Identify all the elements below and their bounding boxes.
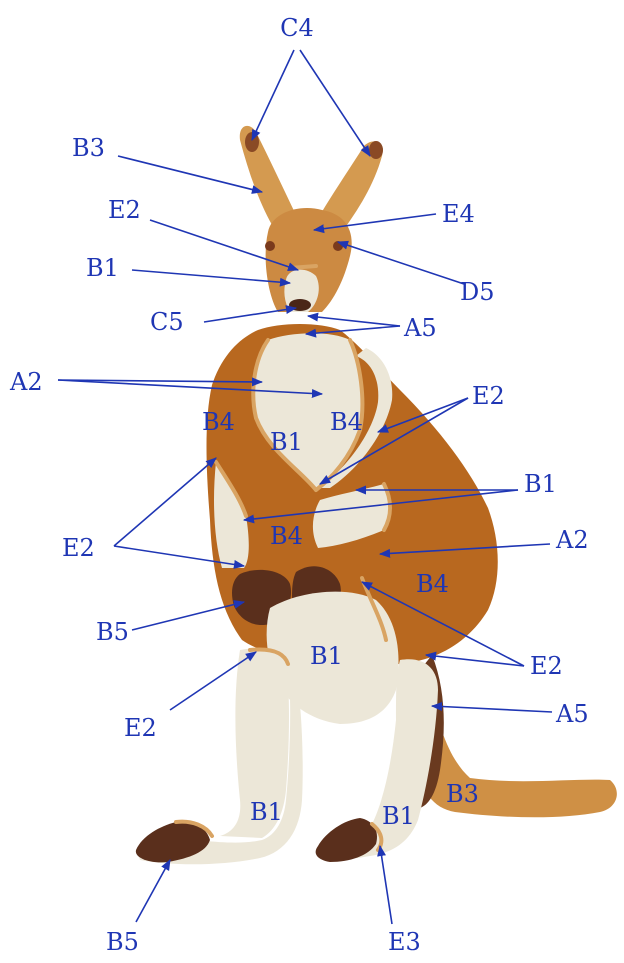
label-a5-tail: A5 — [555, 700, 589, 728]
arrow-d5 — [338, 242, 464, 284]
label-c4: C4 — [280, 14, 314, 42]
label-a2-right: A2 — [555, 526, 589, 554]
arrow-a5-tail — [432, 706, 552, 712]
label-b1-right: B1 — [524, 470, 557, 498]
label-b1-foot-left: B1 — [250, 798, 283, 826]
label-b5-foot: B5 — [106, 928, 139, 956]
label-b1-chest: B1 — [270, 428, 303, 456]
label-b4-hip: B4 — [416, 570, 449, 598]
arrow-e2-lower-b — [426, 655, 524, 666]
label-b1-belly: B1 — [310, 642, 343, 670]
label-c5: C5 — [150, 308, 184, 336]
label-e2-left: E2 — [62, 534, 95, 562]
label-e2-leg: E2 — [124, 714, 157, 742]
arrow-c4-right — [300, 50, 370, 156]
label-e2-head: E2 — [108, 196, 141, 224]
label-e2-right: E2 — [472, 382, 505, 410]
arrow-c5 — [204, 308, 296, 322]
label-e2-lower: E2 — [530, 652, 563, 680]
label-d5: D5 — [460, 278, 495, 306]
label-b3-ear: B3 — [72, 134, 105, 162]
left-ear-tip — [245, 132, 259, 152]
label-e4: E4 — [442, 200, 475, 228]
label-b4-center: B4 — [270, 522, 303, 550]
label-e3: E3 — [388, 928, 421, 956]
label-b4-left: B4 — [202, 408, 235, 436]
arrow-b3-ear — [118, 156, 262, 192]
arrow-a5-chin-a — [308, 316, 400, 326]
label-a2-chest: A2 — [9, 368, 43, 396]
label-b3-tail: B3 — [446, 780, 479, 808]
label-a5-chin: A5 — [403, 314, 437, 342]
arrow-e3 — [380, 846, 392, 924]
label-b4-mid: B4 — [330, 408, 363, 436]
label-b1-foot-right: B1 — [382, 802, 415, 830]
label-b5-paw: B5 — [96, 618, 129, 646]
right-ear-tip — [369, 141, 383, 159]
arrow-b1-muzzle — [132, 270, 290, 283]
arrow-c4-left — [252, 50, 294, 140]
eye-left — [265, 241, 275, 251]
arrow-b5-paw — [132, 602, 244, 630]
label-b1-muzzle: B1 — [86, 254, 119, 282]
arrow-e2-left-a — [114, 458, 216, 546]
arrow-b5-foot — [136, 860, 170, 922]
